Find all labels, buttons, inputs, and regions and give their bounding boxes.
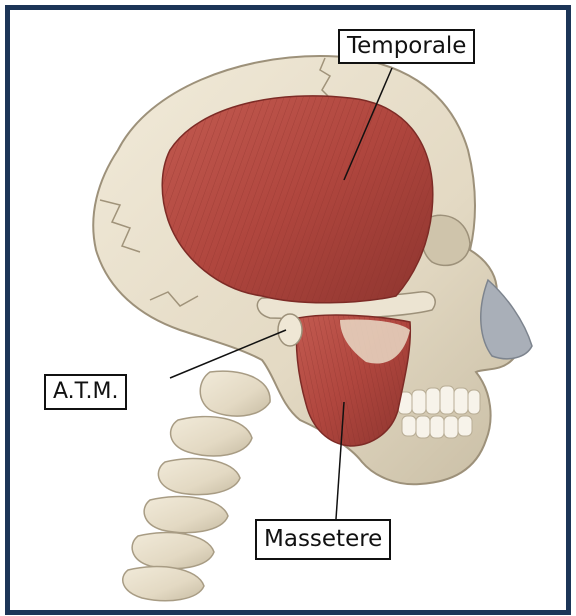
- tmj-condyle: [278, 314, 302, 346]
- label-massetere: Massetere: [255, 519, 391, 560]
- label-atm: A.T.M.: [44, 374, 127, 410]
- cervical-spine: [123, 371, 270, 601]
- label-temporale: Temporale: [338, 29, 475, 64]
- nasal-cartilage: [481, 280, 532, 359]
